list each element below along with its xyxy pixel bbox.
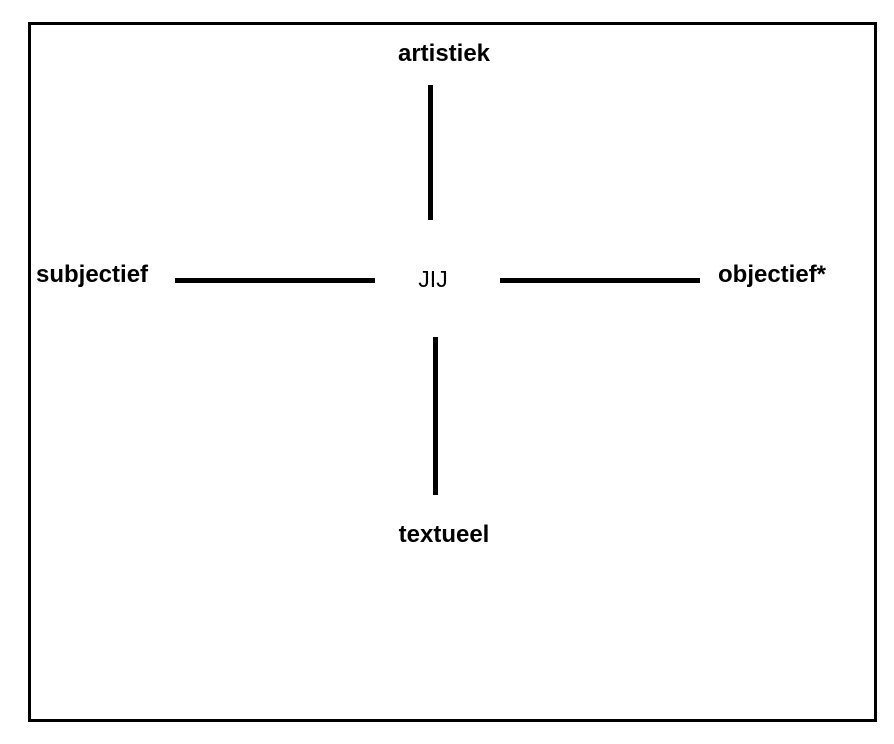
axis-right-line bbox=[500, 278, 700, 283]
axis-left-line bbox=[175, 278, 375, 283]
axis-label-right: objectief* bbox=[718, 261, 827, 288]
center-label: JIJ bbox=[418, 266, 448, 292]
diagram-frame bbox=[28, 22, 877, 722]
axis-label-bottom: textueel bbox=[398, 521, 490, 548]
axis-bottom-line bbox=[433, 337, 438, 495]
axis-top-line bbox=[428, 85, 433, 220]
axis-label-left: subjectief bbox=[36, 261, 149, 288]
axis-label-top: artistiek bbox=[397, 40, 491, 67]
